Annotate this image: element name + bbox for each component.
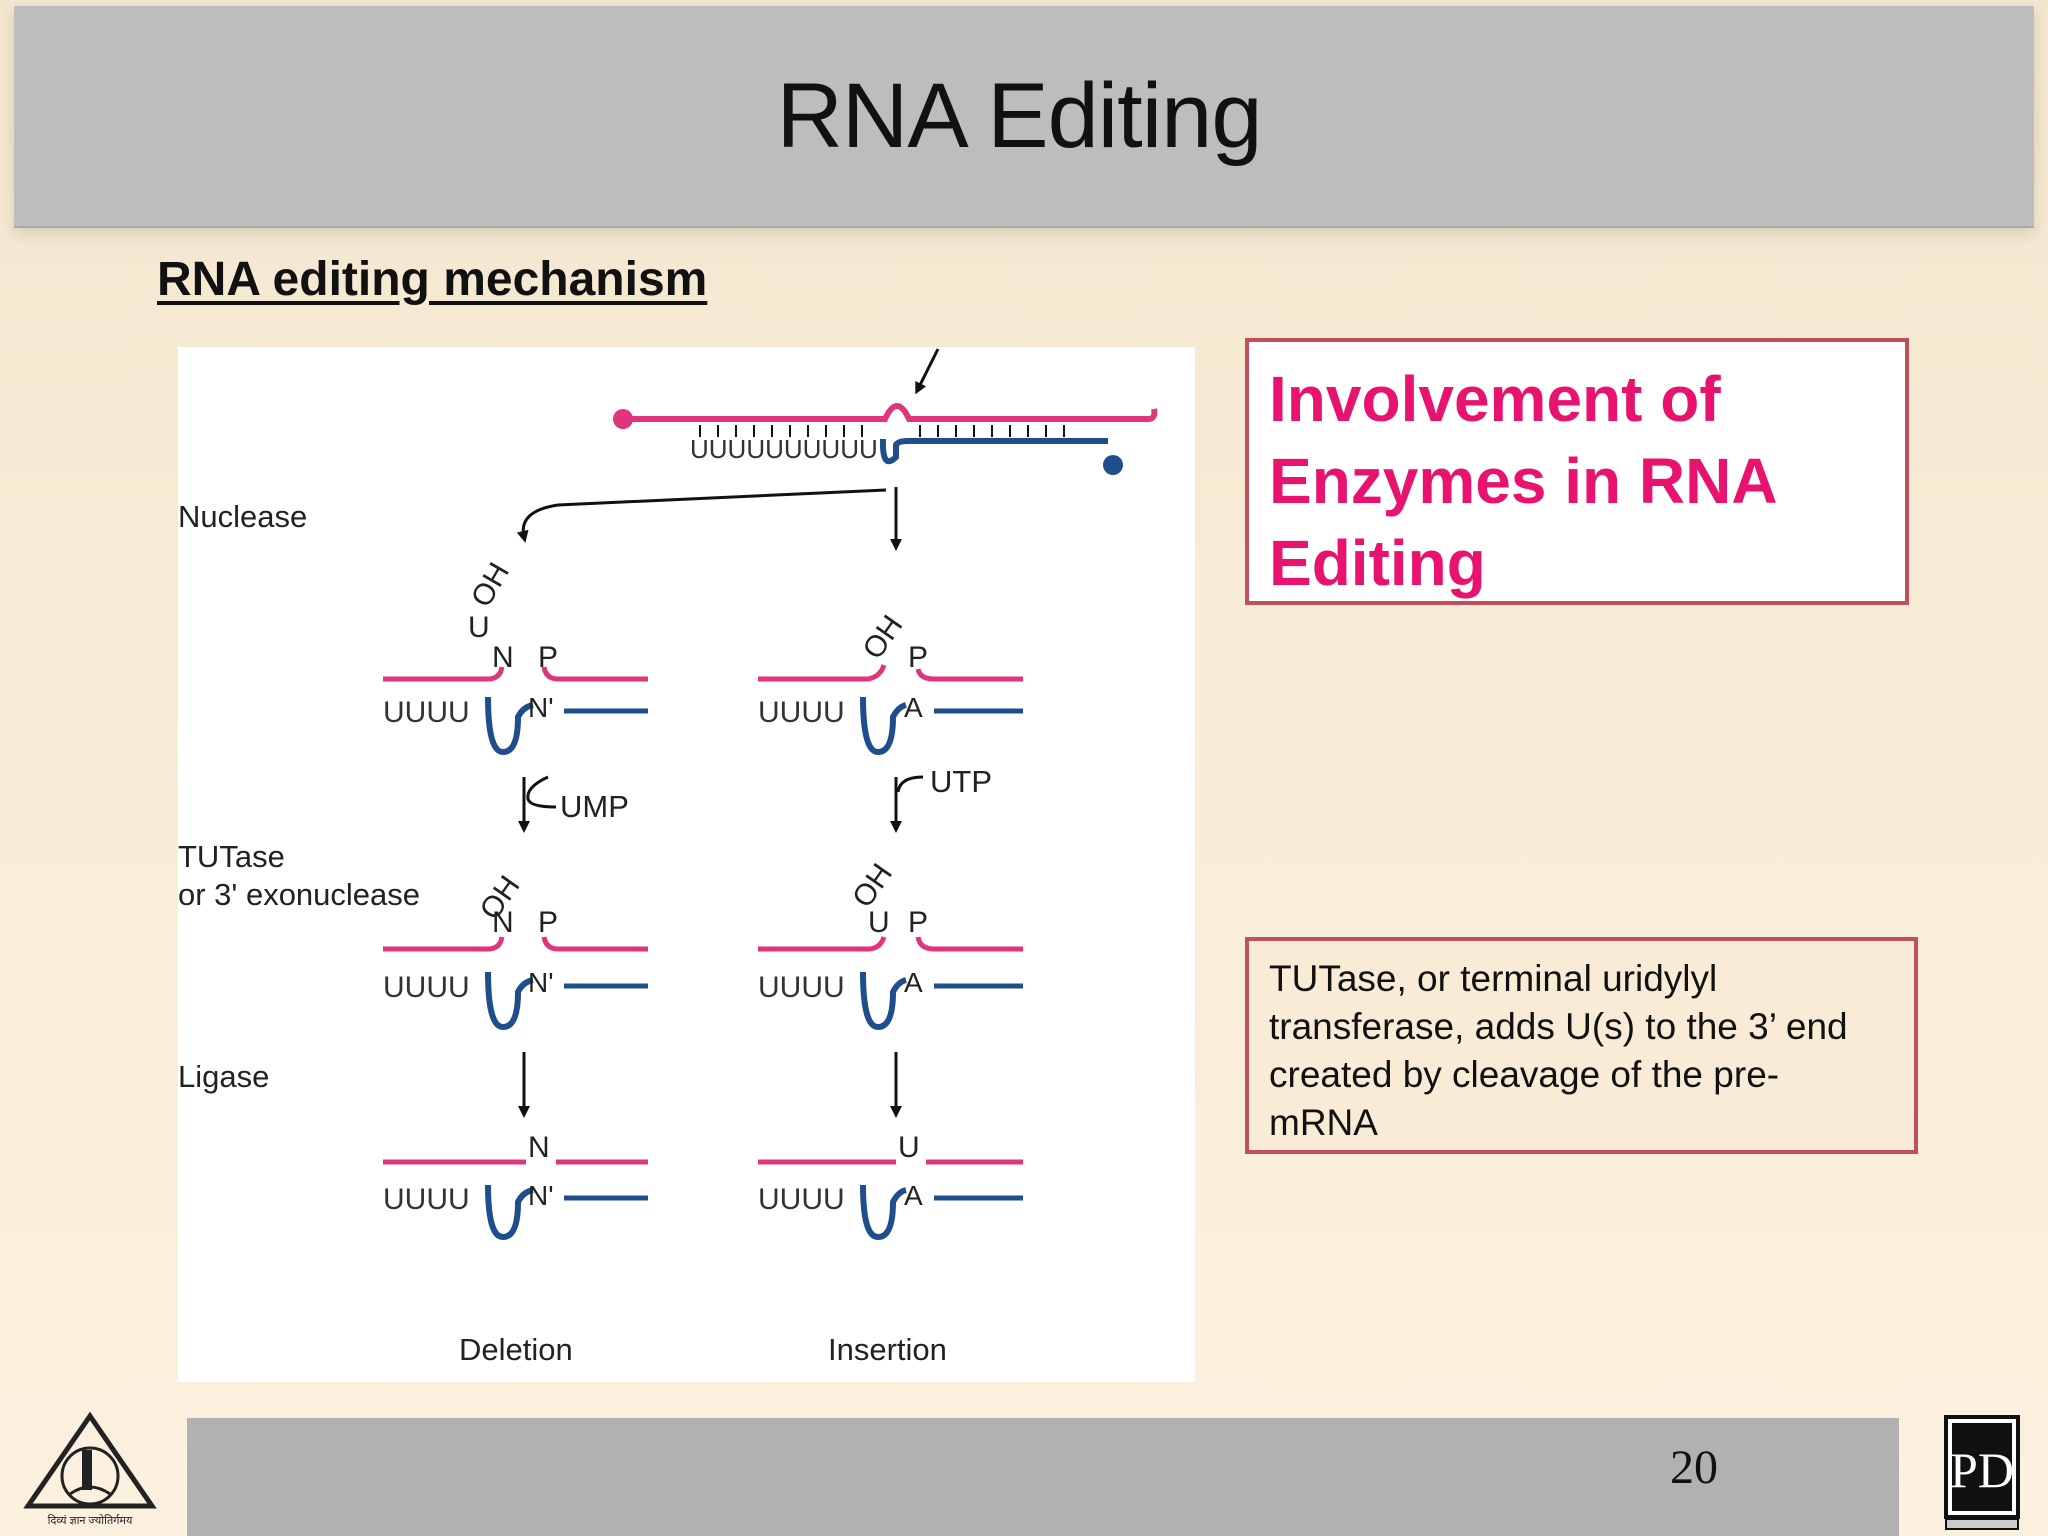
label-ligase: Ligase bbox=[178, 1059, 269, 1094]
deletion-row-1: OH U N P UUUU N' bbox=[383, 557, 648, 756]
description-line-4: mRNA bbox=[1269, 1102, 1378, 1143]
n-label-r2: N bbox=[492, 906, 514, 939]
enzymes-title-line-3: Editing bbox=[1269, 527, 1486, 599]
logo-caption: दिव्यं ज्ञान ज्योतिर्गमय bbox=[48, 1514, 133, 1527]
top-duplex: UUUUUUUUUU bbox=[613, 348, 1158, 475]
insertion-row-1: OH P UUUU A bbox=[758, 609, 1023, 756]
top-base-ticks bbox=[699, 425, 1065, 437]
guide-u-bases: UUUU bbox=[383, 696, 470, 729]
description-line-2: transferase, adds U(s) to the 3’ end bbox=[1269, 1006, 1848, 1047]
title-band: RNA Editing bbox=[14, 6, 2034, 228]
label-tutase: TUTase bbox=[178, 839, 285, 874]
label-nuclease: Nuclease bbox=[178, 499, 307, 534]
enzymes-title-line-2: Enzymes in RNA bbox=[1269, 445, 1778, 517]
top-guide-strand bbox=[879, 438, 1108, 465]
footer-band bbox=[187, 1418, 1899, 1536]
p-label-r2: P bbox=[538, 906, 558, 939]
tutase-description-box: TUTase, or terminal uridylyl transferase… bbox=[1245, 937, 1918, 1154]
nuclease-arrow-deletion bbox=[516, 488, 887, 543]
description-line-3: created by cleavage of the pre- bbox=[1269, 1054, 1780, 1095]
rna-editing-diagram: UUUUUUUUUU Nuclease TUTase or 3' exonucl… bbox=[178, 348, 1158, 1367]
slide-title: RNA Editing bbox=[776, 65, 1262, 167]
deletion-row-2: OH N P UUUU N' bbox=[383, 870, 648, 1031]
guide-u-bases-r2: UUUU bbox=[383, 971, 470, 1004]
n-label-r3: N bbox=[528, 1131, 550, 1164]
utp-label: UTP bbox=[930, 764, 992, 799]
section-heading: RNA editing mechanism bbox=[157, 253, 708, 306]
p-label-ins: P bbox=[908, 641, 928, 674]
institution-logo: दिव्यं ज्ञान ज्योतिर्गमय bbox=[23, 1411, 157, 1527]
u-label: U bbox=[468, 611, 490, 644]
pd-logo-letters: PD bbox=[1950, 1442, 2014, 1498]
label-insertion: Insertion bbox=[828, 1332, 947, 1367]
cleavage-site-arrow bbox=[915, 348, 940, 395]
n-prime-label-r2: N' bbox=[528, 967, 554, 998]
n-prime-label-r3: N' bbox=[528, 1180, 554, 1211]
guide-3prime-end bbox=[1103, 455, 1123, 475]
insertion-row-3: U UUUU A bbox=[758, 1131, 1023, 1241]
label-exonuclease: or 3' exonuclease bbox=[178, 877, 420, 912]
description-line-1: TUTase, or terminal uridylyl bbox=[1269, 958, 1718, 999]
insertion-row-2: OH U P UUUU A bbox=[758, 858, 1023, 1031]
oh-label-ins: OH bbox=[857, 609, 910, 665]
guide-u-bases-ins-r3: UUUU bbox=[758, 1183, 845, 1216]
p-label-ins-r2: P bbox=[908, 906, 928, 939]
top-guide-sequence: UUUUUUUUUU bbox=[690, 434, 878, 464]
oh-label: OH bbox=[465, 557, 516, 612]
p-label: P bbox=[538, 641, 558, 674]
rna-editing-figure: UUUUUUUUUU Nuclease TUTase or 3' exonucl… bbox=[178, 347, 1195, 1382]
label-deletion: Deletion bbox=[459, 1332, 573, 1367]
n-label: N bbox=[492, 641, 514, 674]
guide-u-bases-r3: UUUU bbox=[383, 1183, 470, 1216]
page-number: 20 bbox=[1670, 1441, 1718, 1494]
a-label-ins-r3: A bbox=[904, 1180, 923, 1211]
u-label-ins-r3: U bbox=[898, 1131, 920, 1164]
enzymes-title-box: Involvement of Enzymes in RNA Editing bbox=[1245, 338, 1909, 605]
pd-logo: PD bbox=[1944, 1415, 2020, 1530]
a-label-ins-r2: A bbox=[904, 967, 923, 998]
a-label-ins: A bbox=[904, 692, 923, 723]
ump-label: UMP bbox=[560, 789, 629, 824]
n-prime-label: N' bbox=[528, 692, 554, 723]
top-mrna-strand bbox=[623, 403, 1158, 422]
guide-u-bases-ins: UUUU bbox=[758, 696, 845, 729]
enzymes-title-line-1: Involvement of bbox=[1269, 363, 1721, 435]
deletion-row-3: N UUUU N' bbox=[383, 1131, 648, 1241]
guide-u-bases-ins-r2: UUUU bbox=[758, 971, 845, 1004]
u-label-ins-r2: U bbox=[868, 906, 890, 939]
